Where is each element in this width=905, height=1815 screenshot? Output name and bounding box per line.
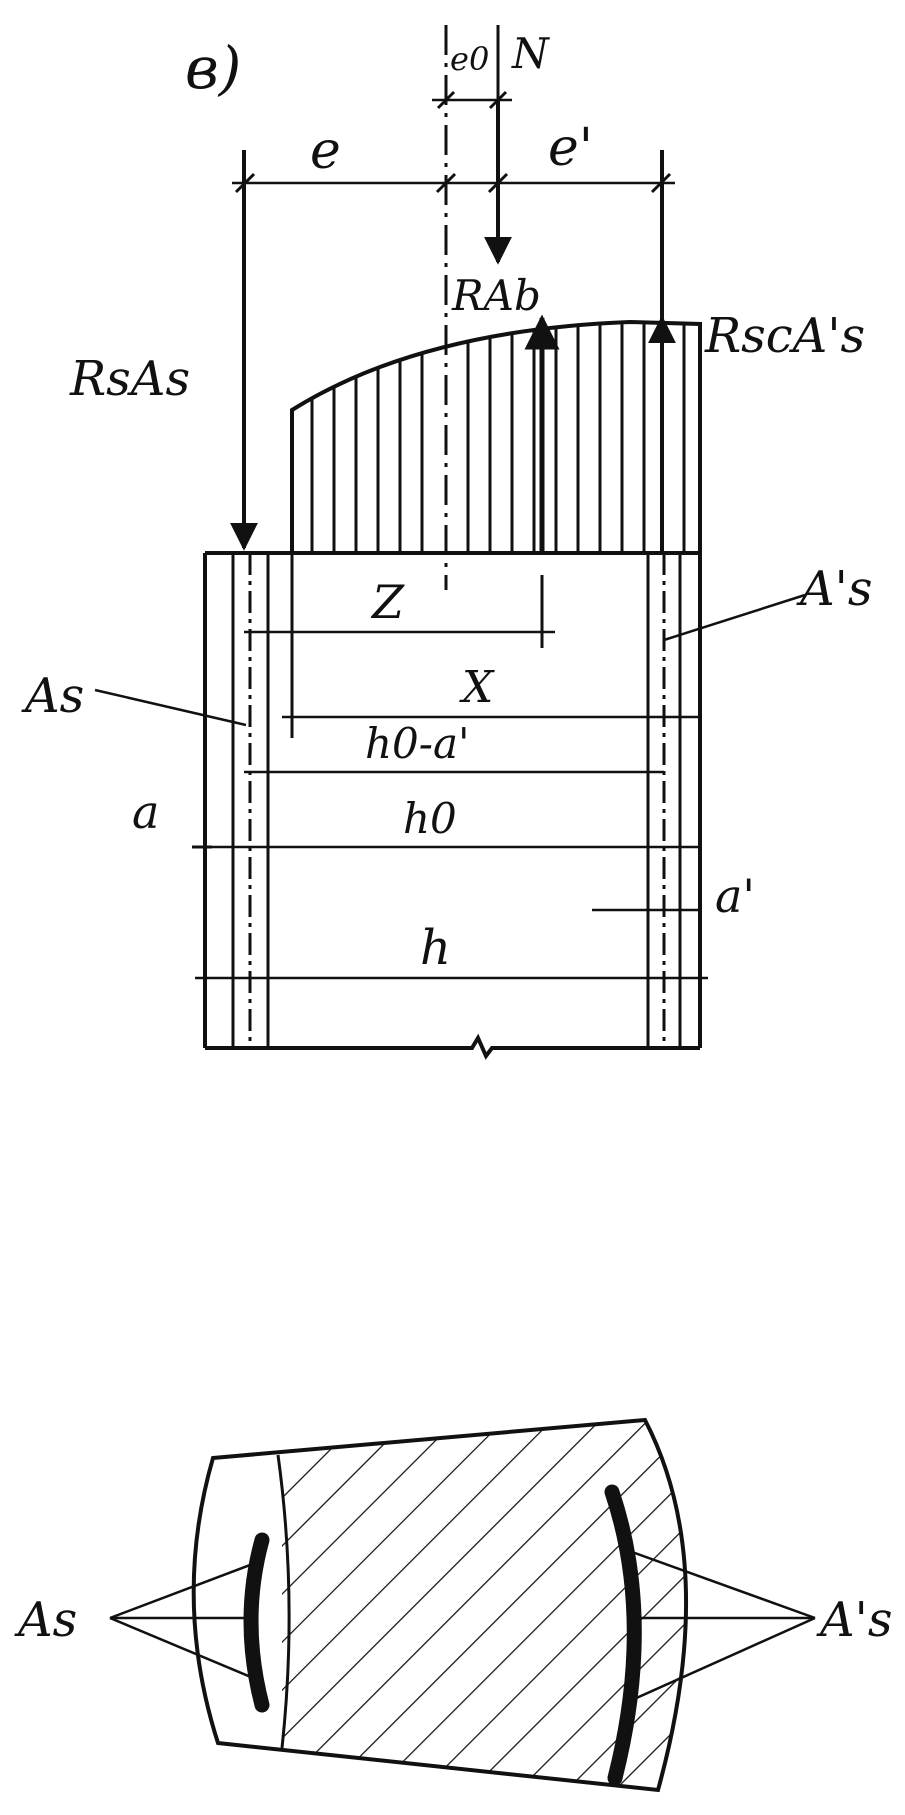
cover-a-label: a (132, 785, 159, 839)
tension-steel-label: As (21, 668, 84, 724)
concrete-hatching (282, 1420, 687, 1790)
compression-steel-label: A's (796, 561, 873, 617)
cross-section-tension-steel-label: As (14, 1592, 77, 1648)
cross-section-compression-steel-label: A's (816, 1592, 893, 1648)
cross-section-tension-bar (243, 1532, 270, 1713)
tension-steel-bar (231, 553, 270, 1048)
tension-steel-leader (94, 688, 247, 727)
e0-tick-left (436, 90, 456, 110)
e-prime-label: e' (548, 118, 593, 178)
cross-section-divider (276, 1454, 291, 1749)
h0-label: h0 (403, 794, 457, 843)
h0-minus-a-prime-label: h0-a' (365, 719, 470, 768)
e-tick-n (487, 172, 509, 194)
h-label: h (420, 920, 451, 976)
concrete-resultant-label: RAb (451, 271, 541, 320)
cover-a-prime-label: a' (715, 869, 755, 923)
compression-steel-force-label: RscA's (704, 308, 865, 364)
cross-section-tension-steel-leaders (109, 1560, 259, 1682)
annular-sector-cross-section: As A's (14, 1417, 893, 1793)
e0-label: e0 (450, 40, 489, 78)
z-label: Z (370, 575, 405, 629)
section-outline (203, 551, 702, 1060)
axial-force-label: N (511, 29, 550, 78)
figure-label: в) (185, 34, 241, 102)
cross-section-compression-bar (604, 1484, 642, 1786)
e-label: e (310, 121, 341, 181)
stress-block-hatching (310, 322, 686, 555)
x-label: X (459, 662, 495, 713)
compression-steel-leader (663, 593, 806, 642)
e-tick-mid (435, 172, 457, 194)
cross-section-compression-steel-leaders (631, 1550, 816, 1702)
tension-steel-force-label: RsAs (69, 351, 190, 407)
stress-block-outline (290, 319, 702, 555)
compression-steel-bar (646, 553, 682, 1048)
force-diagram: в) e0 N e e' RsAs RscA's (21, 25, 873, 1060)
